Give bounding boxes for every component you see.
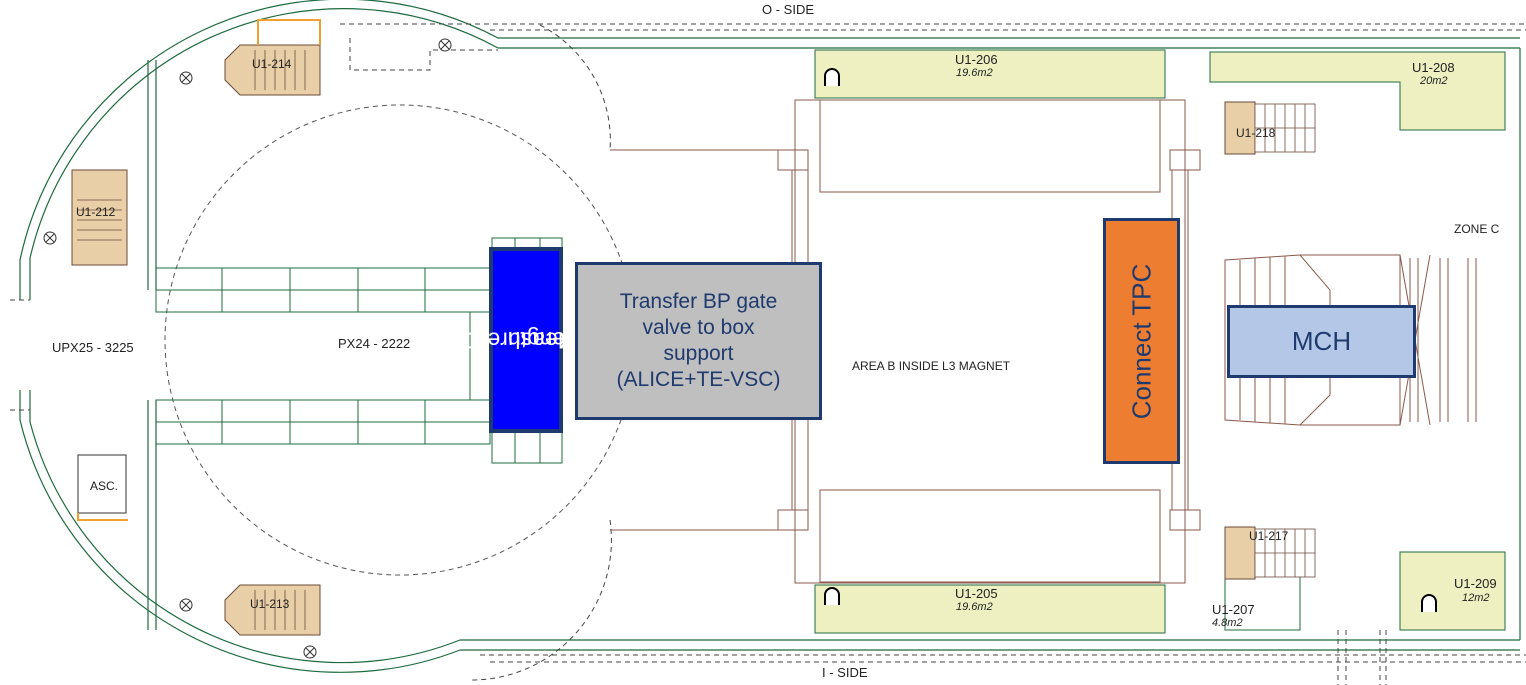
o-side-label: O - SIDE: [762, 2, 814, 17]
room-u1-209-area: 12m2: [1462, 592, 1490, 604]
stair-u1-214-label: U1-214: [252, 57, 292, 71]
room-u1-206-name: U1-206: [955, 52, 998, 67]
room-u1-206-area: 19.6m2: [956, 67, 993, 79]
door-symbols: [824, 68, 1437, 612]
circle-x-symbols: [43, 38, 452, 659]
cavern-walls: [19, 0, 1521, 673]
stair-u1-217-label: U1-217: [1249, 529, 1289, 543]
lift: [77, 454, 128, 521]
tpc-task-label: Connect TPC: [1126, 263, 1156, 419]
tunnel-dashes: [10, 23, 1526, 685]
stair-treads: [77, 50, 1316, 630]
i-side-label: I - SIDE: [822, 665, 868, 680]
transfer-bp-gate-valve-task[interactable]: Transfer BP gate valve to box support (A…: [575, 262, 822, 420]
stair-rail: [257, 19, 321, 45]
connect-tpc-task[interactable]: Connect TPC: [1103, 218, 1180, 464]
measure-of-length-task[interactable]: Measure OF length: [449, 247, 577, 433]
transfer-task-line1: Transfer BP gate: [619, 289, 778, 313]
transfer-task-line3: support: [663, 342, 734, 365]
room-u1-207-area: 4.8m2: [1212, 617, 1243, 629]
room-u1-208-area: 20m2: [1419, 75, 1448, 87]
lift-label: ASC.: [90, 479, 118, 493]
transfer-task-line2: valve to box: [642, 315, 755, 339]
area-b-label: AREA B INSIDE L3 MAGNET: [852, 359, 1011, 373]
room-u1-207-name: U1-207: [1212, 602, 1255, 617]
mch-task-label: MCH: [1291, 326, 1352, 356]
room-u1-209-name: U1-209: [1454, 576, 1497, 591]
stair-u1-213-label: U1-213: [250, 597, 290, 611]
measure-task-line2: length: [507, 327, 571, 354]
transfer-task-line4: (ALICE+TE-VSC): [616, 368, 781, 392]
zone-c-label: ZONE C: [1454, 222, 1500, 236]
stair-u1-218-label: U1-218: [1236, 126, 1276, 140]
room-u1-205-name: U1-205: [955, 586, 998, 601]
mch-task[interactable]: MCH: [1227, 305, 1416, 378]
room-u1-208-name: U1-208: [1412, 60, 1455, 75]
px24-label: PX24 - 2222: [338, 336, 410, 351]
upx25-label: UPX25 - 3225: [52, 340, 134, 355]
room-u1-205-area: 19.6m2: [956, 601, 993, 613]
stairs: [71, 44, 1256, 636]
rooms: [814, 49, 1506, 634]
stair-u1-212-label: U1-212: [76, 205, 116, 219]
